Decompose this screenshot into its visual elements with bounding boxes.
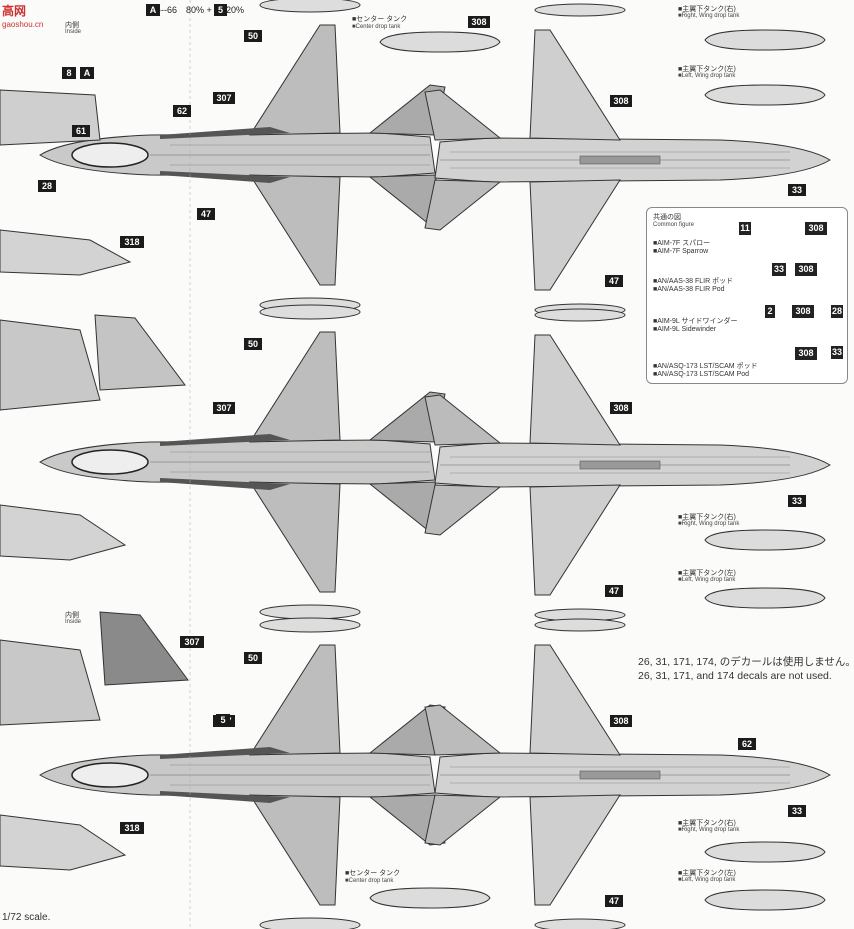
left-tank-label-jp-3: ■主翼下タンク(左) (678, 870, 736, 877)
callout-62-b: 62 (738, 738, 756, 750)
right-tank-1 (704, 29, 826, 51)
center-tank-label-jp-2: ■センター タンク (345, 870, 401, 877)
inside-label-jp: 内側 (65, 22, 79, 29)
callout-33-b: 33 (788, 495, 806, 507)
center-tank-bottom (369, 887, 491, 909)
legend-sidewinder-n3: 28 (831, 305, 843, 318)
callout-308-b: 308 (610, 95, 632, 107)
left-tank-1 (704, 84, 826, 106)
callout-47-b: 47 (605, 275, 623, 287)
legend-title-en: Common figure (653, 222, 695, 228)
callout-28: 28 (38, 180, 56, 192)
legend-lst-n1: 308 (795, 347, 817, 360)
callout-308-c: 308 (610, 402, 632, 414)
center-tank-label-en-2: ■Center drop tank (345, 878, 394, 884)
left-tank-label-en-2: ■Left, Wing drop tank (678, 577, 736, 583)
legend-flir-n2: 308 (795, 263, 817, 276)
inside-label-jp-2: 内側 (65, 612, 79, 619)
right-tank-label-en: ■Right, Wing drop tank (678, 13, 740, 19)
callout-318: 318 (120, 236, 144, 248)
callout-318-b: 318 (120, 822, 144, 834)
legend-item-sidewinder-jp: ■AIM-9L サイドワインダー (653, 318, 738, 325)
callout-8: 8 (62, 67, 76, 79)
inside-label-en: Inside (65, 29, 82, 35)
callout-61: 61 (72, 125, 90, 137)
callout-50-b: 50 (244, 338, 262, 350)
scale-label: 1/72 scale. (2, 912, 51, 923)
mix-label-a: A (146, 4, 160, 16)
common-figure-box: 共通の図 Common figure ■AIM-7F スパロー ■AIM-7F … (646, 207, 848, 384)
mix-text-a: ---66 (158, 5, 178, 15)
right-tank-label-jp-2: ■主翼下タンク(右) (678, 514, 736, 521)
callout-5: 5 (216, 714, 230, 726)
callout-307-tail: 307 (180, 636, 204, 648)
mix-label-b: 5 (214, 4, 227, 16)
legend-item-sidewinder-en: ■AIM-9L Sidewinder (653, 326, 717, 333)
callout-33-c: 33 (788, 805, 806, 817)
legend-title-jp: 共通の図 (653, 214, 681, 221)
right-tank-label-en-2: ■Right, Wing drop tank (678, 521, 740, 527)
right-tank-2 (704, 529, 826, 551)
callout-62: 62 (173, 105, 191, 117)
legend-sidewinder-n1: 2 (765, 305, 775, 318)
callout-a: A (80, 67, 94, 79)
left-tank-label-jp-2: ■主翼下タンク(左) (678, 570, 736, 577)
callout-307: 307 (213, 92, 235, 104)
center-tank-label-en: ■Center drop tank (352, 24, 401, 30)
callout-50: 50 (244, 30, 262, 42)
callout-307-b: 307 (213, 402, 235, 414)
inside-label-en-2: Inside (65, 619, 82, 625)
legend-item-sparrow-en: ■AIM-7F Sparrow (653, 248, 709, 255)
callout-47-c: 47 (605, 585, 623, 597)
center-tank-top (379, 31, 501, 53)
right-tank-label-en-3: ■Right, Wing drop tank (678, 827, 740, 833)
legend-item-sparrow-jp: ■AIM-7F スパロー (653, 240, 711, 247)
left-tank-label-en-3: ■Left, Wing drop tank (678, 877, 736, 883)
mix-text-b: 80% + (186, 5, 212, 15)
legend-item-flir-jp: ■AN/AAS-38 FLIR ポッド (653, 278, 734, 285)
site-logo: 高网 (2, 4, 27, 18)
callout-308-d: 308 (610, 715, 632, 727)
legend-sparrow-n2: 308 (805, 222, 827, 235)
callout-47: 47 (197, 208, 215, 220)
callout-50-c: 50 (244, 652, 262, 664)
left-tank-label-en: ■Left, Wing drop tank (678, 73, 736, 79)
decal-note-jp: 26, 31, 171, 174, のデカールは使用しません。 (638, 656, 854, 668)
legend-item-flir-en: ■AN/AAS-38 FLIR Pod (653, 286, 725, 293)
center-tank-label-jp: ■センター タンク (352, 16, 408, 23)
left-tank-2 (704, 587, 826, 609)
callout-33: 33 (788, 184, 806, 196)
legend-flir-n1: 33 (772, 263, 786, 276)
right-tank-label-jp-3: ■主翼下タンク(右) (678, 820, 736, 827)
legend-sparrow-n1: 11 (739, 222, 751, 235)
decal-note-en: 26, 31, 171, and 174 decals are not used… (638, 670, 832, 682)
mix-text-c: 20% (226, 5, 245, 15)
right-tank-3 (704, 841, 826, 863)
legend-sidewinder-n4: 33 (831, 346, 843, 359)
callout-308: 308 (468, 16, 490, 28)
site-url: gaoshou.cn (2, 20, 44, 29)
left-tank-3 (704, 889, 826, 911)
legend-item-lst-en: ■AN/ASQ-173 LST/SCAM Pod (653, 371, 750, 378)
legend-sidewinder-n2: 308 (792, 305, 814, 318)
legend-item-lst-jp: ■AN/ASQ-173 LST/SCAM ポッド (653, 363, 758, 370)
callout-47-d: 47 (605, 895, 623, 907)
left-tank-label-jp: ■主翼下タンク(左) (678, 66, 736, 73)
right-tank-label-jp: ■主翼下タンク(右) (678, 6, 736, 13)
